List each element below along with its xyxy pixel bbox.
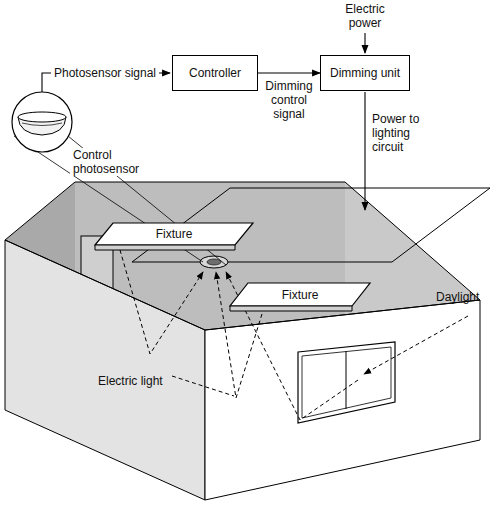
- light-fixture: Fixture: [95, 223, 253, 250]
- signal-label: Photosensor signal: [51, 66, 159, 80]
- fixture-edge: [95, 245, 235, 250]
- signal-arrow: [258, 72, 320, 73]
- back-wall: [0, 150, 495, 506]
- fixture-edge: [230, 306, 352, 311]
- power-in-wire: [364, 33, 365, 53]
- light-rays: [120, 250, 468, 420]
- fixture-top: [95, 223, 253, 245]
- process-box: Controller: [172, 55, 258, 91]
- light-label: Daylight: [436, 290, 479, 304]
- right-face: [205, 300, 480, 500]
- node-text: Dimming unit: [330, 66, 400, 80]
- node-text: Fixture: [156, 227, 193, 241]
- photosensor: [200, 256, 228, 268]
- node-text: Controller: [189, 66, 241, 80]
- fixture-top: [230, 283, 370, 306]
- room-rim: [5, 182, 480, 330]
- node-text: Fixture: [282, 288, 319, 302]
- power-out-wire: [364, 92, 365, 210]
- left-face: [5, 240, 205, 500]
- light-label: Electric light: [98, 374, 163, 388]
- power-label: Power to lighting circuit: [372, 112, 434, 154]
- sensor-label: Control photosensor: [70, 148, 152, 176]
- power-label: Electric power: [335, 2, 395, 30]
- room-interior: [0, 150, 495, 506]
- process-box: Dimming unit: [320, 55, 410, 91]
- window: [298, 342, 395, 423]
- light-fixture: Fixture: [230, 283, 370, 311]
- edge-label: Dimming control signal: [260, 79, 318, 121]
